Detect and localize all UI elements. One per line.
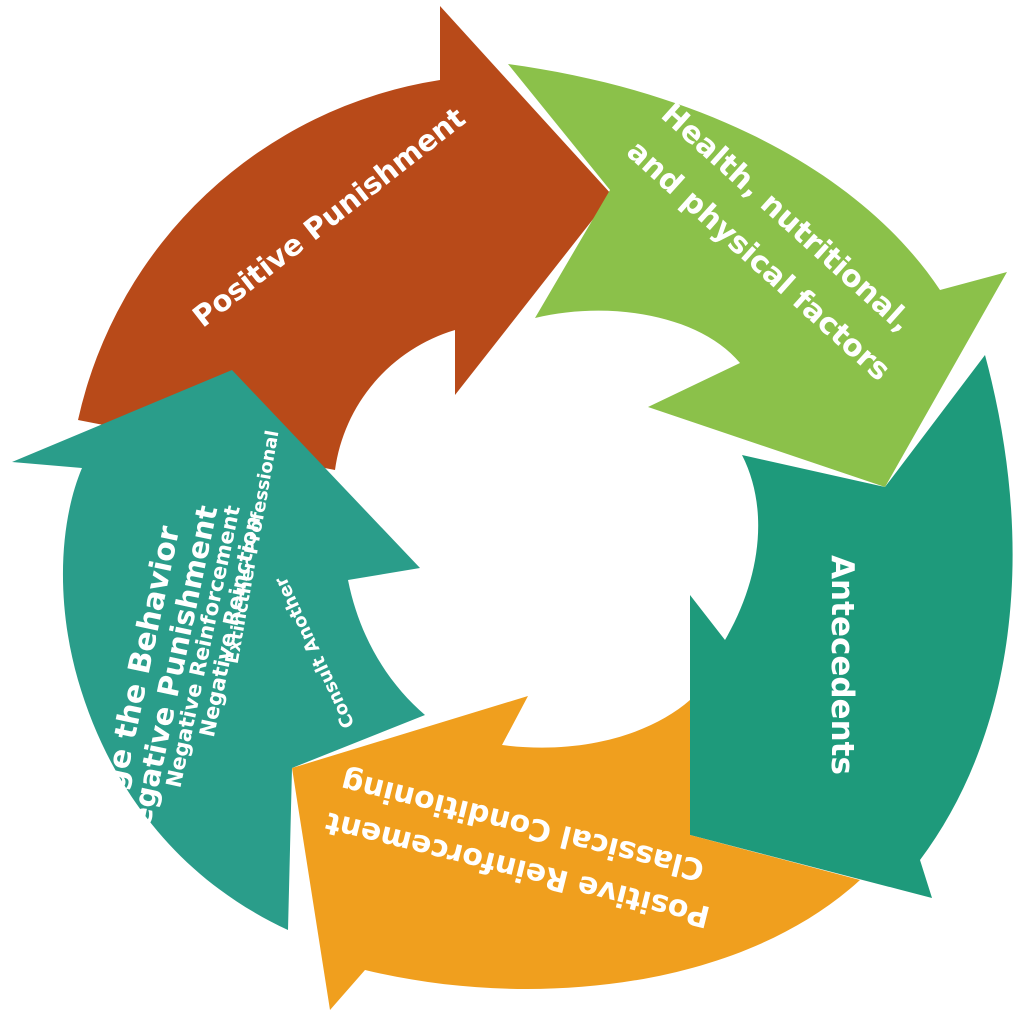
arrow-manage-behavior bbox=[12, 370, 425, 930]
antecedents-label: Antecedents bbox=[824, 555, 860, 775]
arrow-positive-reinforcement bbox=[292, 696, 860, 1010]
arrow-health bbox=[508, 64, 1007, 487]
arrow-positive-punishment bbox=[78, 6, 612, 470]
arrow-antecedents bbox=[690, 355, 1013, 898]
